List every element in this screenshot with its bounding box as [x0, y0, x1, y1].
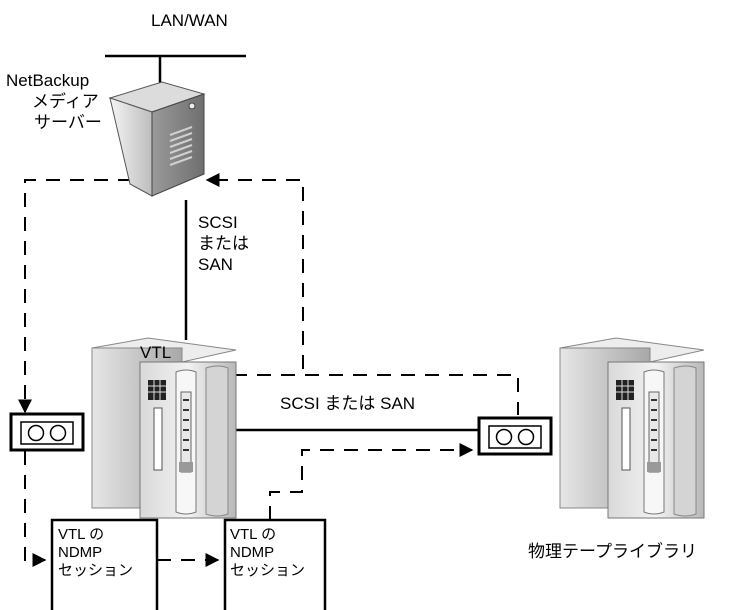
- library-tape-drive-icon: [477, 416, 553, 456]
- server-to-vtl-drive-path: [18, 179, 132, 414]
- vtl-to-server-path: [205, 173, 304, 369]
- media-server-label: NetBackup メディア サーバー: [6, 71, 102, 132]
- dashed-data-paths: [18, 173, 519, 567]
- vtl-cabinet-icon: [91, 337, 237, 519]
- lan-wan-label: LAN/WAN: [151, 11, 228, 30]
- library-link-label: SCSI または SAN: [280, 394, 416, 413]
- media-server-icon: [108, 81, 206, 197]
- ndmp-session-1-label: VTL の NDMP セッション: [58, 526, 134, 579]
- vtl-tape-drive-icon: [9, 412, 85, 452]
- ndmp2-to-library-drive-path: [269, 443, 474, 520]
- vtl-label: VTL: [140, 343, 172, 362]
- server-link-label: SCSI または SAN: [198, 213, 249, 274]
- ndmp-session-2-box: [223, 518, 327, 610]
- ndmp-session-2-label: VTL の NDMP セッション: [230, 526, 306, 579]
- physical-library-label: 物理テープライブラリ: [528, 542, 697, 561]
- ndmp-session-1-box: [50, 518, 159, 610]
- physical-tape-library-icon: [559, 337, 705, 519]
- vtl-drive-to-ndmp1-path: [24, 451, 47, 567]
